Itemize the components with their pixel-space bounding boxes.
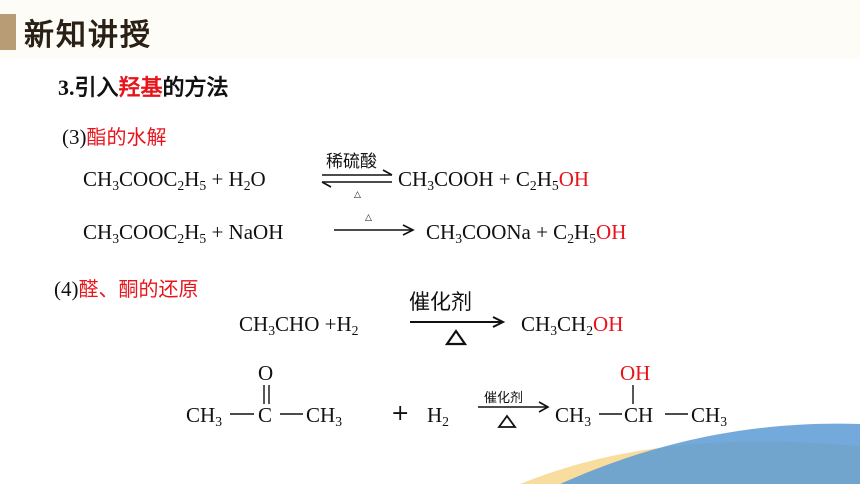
- eq4-plus: +: [391, 401, 410, 426]
- eq3-heat-icon: [444, 329, 468, 346]
- eq4-heat-icon: [497, 414, 517, 428]
- part4-title: 醛、酮的还原: [78, 277, 199, 301]
- eq4-product-left: CH3: [555, 403, 592, 429]
- eq1-heat-icon: △: [354, 190, 361, 200]
- eq2-products: CH3COONa + C2H5OH: [426, 220, 627, 246]
- eq4-carbonyl-c: C: [258, 403, 273, 427]
- eq2-heat-icon: △: [365, 213, 372, 223]
- section-number: 3.: [58, 75, 75, 100]
- eq4-hydroxyl: OH: [620, 361, 651, 385]
- eq3-reactants: CH3CHO +H2: [239, 312, 359, 338]
- eq4-product-right: CH3: [691, 403, 728, 429]
- header-accent: [0, 14, 16, 50]
- eq1-reactants: CH3COOC2H5 + H2O: [83, 167, 266, 193]
- header-title: 新知讲授: [24, 18, 152, 53]
- part4-heading: (4)醛、酮的还原: [54, 273, 199, 302]
- part3-title: 酯的水解: [86, 125, 167, 149]
- eq3-products: CH3CH2OH: [521, 312, 624, 338]
- eq3-catalyst: 催化剂: [409, 290, 472, 314]
- eq2-reactants: CH3COOC2H5 + NaOH: [83, 220, 284, 246]
- eq1-products: CH3COOH + C2H5OH: [398, 167, 590, 193]
- part3-heading: (3)酯的水解: [62, 121, 167, 150]
- part3-label: (3): [62, 125, 87, 149]
- header-bar: [0, 0, 860, 58]
- eq4-carbonyl-o: O: [258, 361, 274, 385]
- section-title-pre: 引入: [74, 76, 119, 101]
- section-title-post: 的方法: [162, 76, 229, 101]
- part4-label: (4): [54, 277, 79, 301]
- eq4-reactant-left: CH3: [186, 403, 223, 429]
- eq4-reactant-right: CH3: [306, 403, 343, 429]
- eq1-condition: 稀硫酸: [326, 152, 377, 172]
- eq4-hydrogen: H2: [427, 403, 449, 429]
- eq4-catalyst: 催化剂: [484, 391, 524, 406]
- section-title-highlight: 羟基: [118, 76, 163, 101]
- section-heading: 3.引入羟基的方法: [58, 70, 229, 102]
- eq4-product-ch: CH: [624, 403, 654, 427]
